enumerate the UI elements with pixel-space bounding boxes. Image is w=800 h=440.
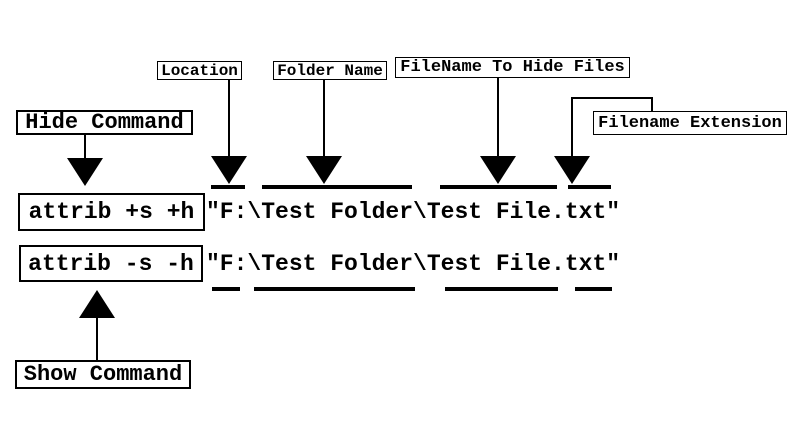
show-command-box: attrib -s -h [19,245,203,282]
location-arrow-down-icon [211,156,247,184]
show-command-label: Show Command [15,360,191,389]
filename-to-hide-label-text: FileName To Hide Files [400,58,625,77]
location-label: Location [157,61,242,80]
hide-command-label: Hide Command [16,110,193,135]
folder-name-label-text: Folder Name [277,61,383,80]
underline-location-bottom [212,287,240,291]
extension-arrow-down-icon [554,156,590,184]
show-command-path: "F:\Test Folder\Test File.txt" [206,250,621,277]
hide-command-box: attrib +s +h [18,193,205,231]
filename-extension-label-text: Filename Extension [598,113,782,133]
hide-command-path: "F:\Test Folder\Test File.txt" [206,199,621,225]
hide-command-label-text: Hide Command [25,110,184,135]
extension-arrow-line [571,97,573,157]
show-command-text: attrib -s -h [28,250,194,277]
underline-location-top [211,185,245,189]
underline-folder-top [262,185,412,189]
folder-arrow-down-icon [306,156,342,184]
filename-arrow-line [497,78,499,156]
hide-arrow-line [84,135,86,160]
folder-name-label: Folder Name [273,61,387,80]
extension-elbow-drop-line [651,97,653,112]
folder-arrow-line [323,80,325,156]
location-label-text: Location [161,61,238,80]
underline-filename-top [440,185,557,189]
extension-elbow-horizontal-line [571,97,653,99]
hide-arrow-down-icon [67,158,103,186]
filename-arrow-down-icon [480,156,516,184]
underline-extension-bottom [575,287,612,291]
filename-extension-label: Filename Extension [593,111,787,135]
filename-to-hide-label: FileName To Hide Files [395,57,630,78]
underline-extension-top [568,185,611,189]
location-arrow-line [228,80,230,156]
underline-filename-bottom [445,287,558,291]
show-arrow-up-icon [79,290,115,318]
show-command-label-text: Show Command [23,362,183,387]
hide-command-text: attrib +s +h [28,199,195,225]
underline-folder-bottom [254,287,415,291]
show-arrow-line [96,317,98,360]
